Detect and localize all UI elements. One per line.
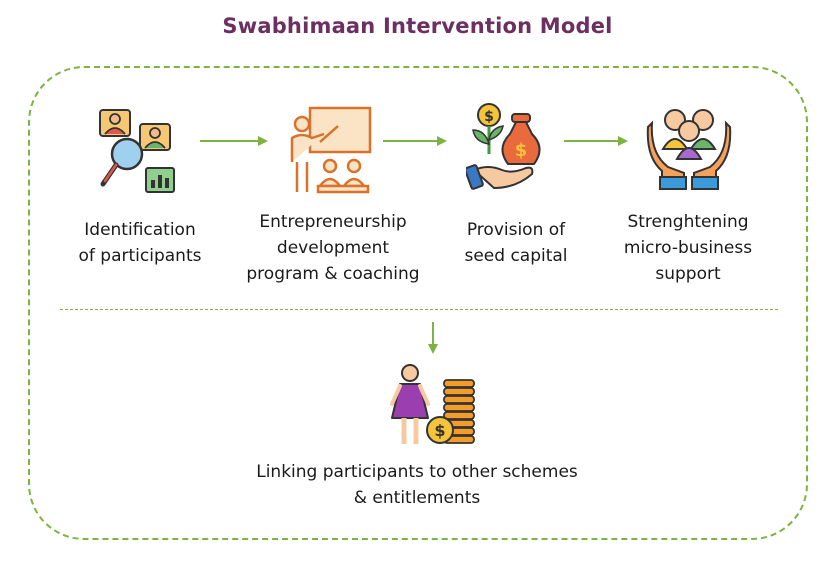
arrow-step1-to-step2 [200,136,268,146]
identification-icon [99,109,175,193]
svg-text:$: $ [515,140,528,161]
arrow-step3-to-step4 [564,136,628,146]
dashed-divider [60,309,778,310]
arrow-step2-to-step3 [383,136,447,146]
svg-text:$: $ [484,109,494,125]
step-4-label: Strenghtening micro-business support [623,212,753,284]
woman-coins-icon: $ [390,364,475,444]
svg-text:$: $ [434,421,445,440]
diagram-title: Swabhimaan Intervention Model [222,14,613,38]
step-3-label: Provision of seed capital [464,220,568,266]
support-hands-icon [646,109,732,190]
step-1-label: Identification of participants [78,220,202,266]
arrow-down-to-linkage [428,322,438,354]
dashed-frame [28,66,808,540]
linkage-label: Linking participants to other schemes & … [256,462,578,508]
trainer-presentation-icon [290,106,372,194]
seed-capital-icon: $ $ [466,103,541,190]
step-2-label: Entrepreneurship development program & c… [246,212,420,284]
